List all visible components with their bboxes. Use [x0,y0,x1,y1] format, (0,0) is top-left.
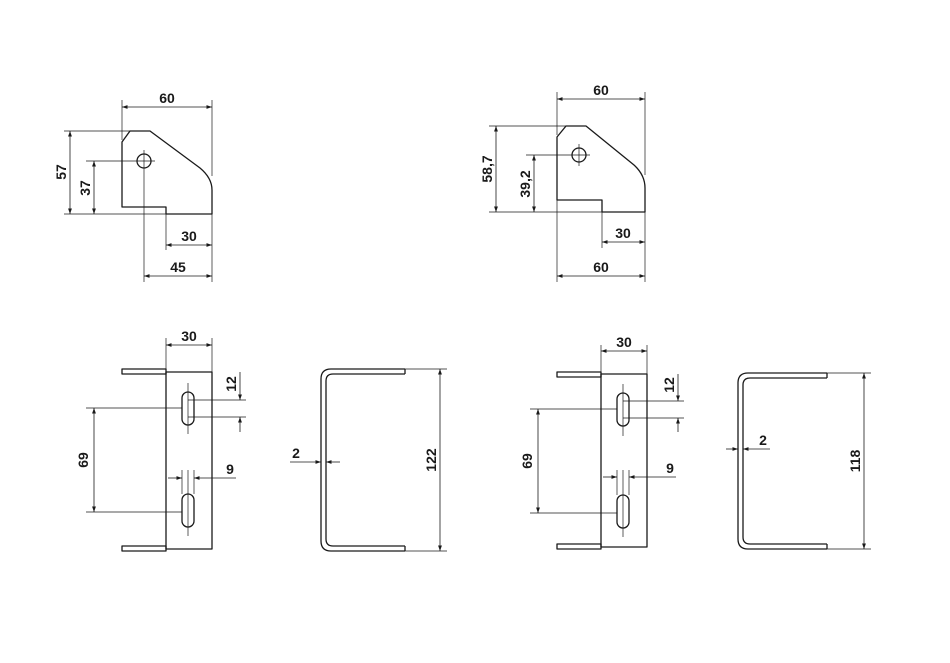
dim-b-width-60: 60 [593,82,609,98]
bracket-a-flange-top-left [121,368,167,375]
bracket-b-profile-view: 2 118 [726,372,871,550]
bracket-a-front-plate [165,371,213,550]
dim-a-slot-pitch-69: 69 [75,452,91,468]
bracket-b-side-view: 60 58,7 39,2 30 60 [479,82,646,282]
dim-a-45: 45 [170,259,186,275]
dim-a-height-122: 122 [423,448,439,472]
dim-a-slot-width-9: 9 [226,461,234,477]
bracket-a-profile-inner [325,373,405,547]
dim-b-slot-width-9: 9 [666,460,674,476]
dim-a-front-30: 30 [181,328,197,344]
dim-b-hole-height-39-2: 39,2 [517,170,533,197]
bracket-a-front-view: 30 12 69 9 [75,328,246,552]
bracket-a-side-outline [121,130,213,215]
dim-a-height-57: 57 [53,164,69,180]
dim-b-30: 30 [615,225,631,241]
bracket-b-flange-top-left [556,371,602,378]
dim-b-bottom-60: 60 [593,259,609,275]
dim-b-height-58-7: 58,7 [479,155,495,182]
dim-a-width-60: 60 [159,90,175,106]
bracket-a-profile-outer [320,368,405,552]
dim-b-thickness-2: 2 [759,432,767,448]
dim-a-slot-12: 12 [223,376,239,392]
bracket-b-front-view: 30 12 69 9 [519,334,684,550]
bracket-a-profile-view: 2 122 [290,368,447,552]
dim-a-thickness-2: 2 [292,445,300,461]
dim-b-slot-pitch-69: 69 [519,453,535,469]
bracket-b-flange-bottom-left [556,543,602,550]
bracket-a-flange-bottom-left [121,545,167,552]
dim-b-height-118: 118 [847,449,863,472]
dim-a-30: 30 [181,228,197,244]
bracket-b-side-outline [556,125,646,213]
dim-b-slot-12: 12 [661,377,677,393]
bracket-b-profile-outer [737,372,827,550]
bracket-b-front-plate [600,373,648,548]
bracket-b-profile-inner [742,377,827,545]
dim-a-hole-height-37: 37 [77,180,93,196]
bracket-a-side-view: 60 57 37 30 45 [53,90,213,282]
dim-b-front-30: 30 [616,334,632,350]
